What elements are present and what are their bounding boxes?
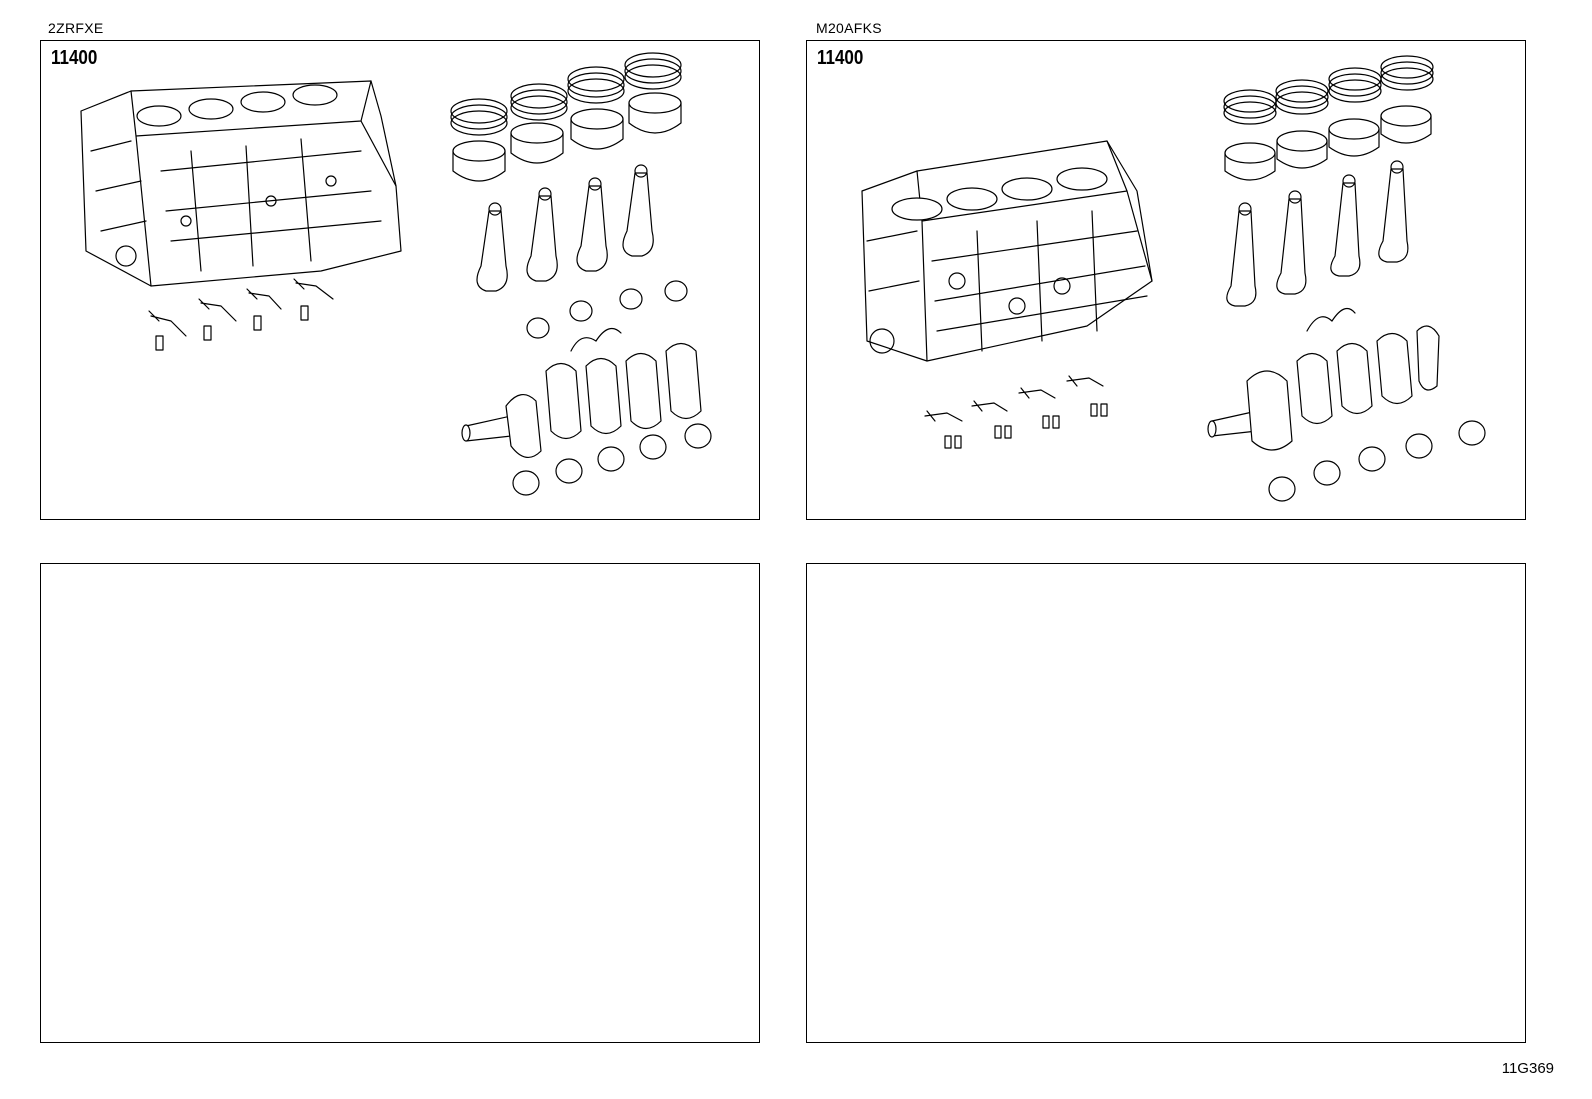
connecting-rod-icon [1226, 160, 1409, 307]
thrust-washer-icon [570, 327, 622, 352]
oil-jet-icon [924, 375, 1104, 422]
piston-icon [1224, 105, 1432, 181]
bolt-icon [155, 305, 309, 351]
bearing-icon [1268, 420, 1486, 502]
cylinder-block-icon [80, 80, 402, 287]
part-code[interactable]: 11400 [51, 47, 98, 69]
oil-jet-icon [148, 278, 334, 337]
connecting-rod-icon [476, 164, 654, 292]
parts-illustration [80, 52, 712, 496]
crankshaft-icon [461, 342, 702, 458]
thrust-washer-icon [1306, 307, 1356, 332]
cylinder-block-icon [861, 140, 1153, 362]
piston-ring-icon [1223, 55, 1434, 125]
piston-ring-icon [450, 52, 682, 136]
piston-icon [452, 92, 682, 182]
parts-illustration [861, 55, 1486, 502]
diagram-panel-2zrfxe: 11400 [40, 40, 760, 520]
part-code[interactable]: 11400 [817, 47, 864, 69]
illustration-code: 11G369 [1501, 1060, 1554, 1077]
diagram-panel-m20afks: 11400 [806, 40, 1526, 520]
engine-label-2zrfxe: 2ZRFXE [48, 20, 104, 36]
bearing-icon [512, 280, 712, 496]
crankshaft-icon [1207, 325, 1440, 451]
diagram-panel-empty-right [806, 563, 1526, 1043]
bolt-icon [944, 403, 1108, 449]
diagram-panel-empty-left [40, 563, 760, 1043]
engine-label-m20afks: M20AFKS [816, 20, 882, 36]
